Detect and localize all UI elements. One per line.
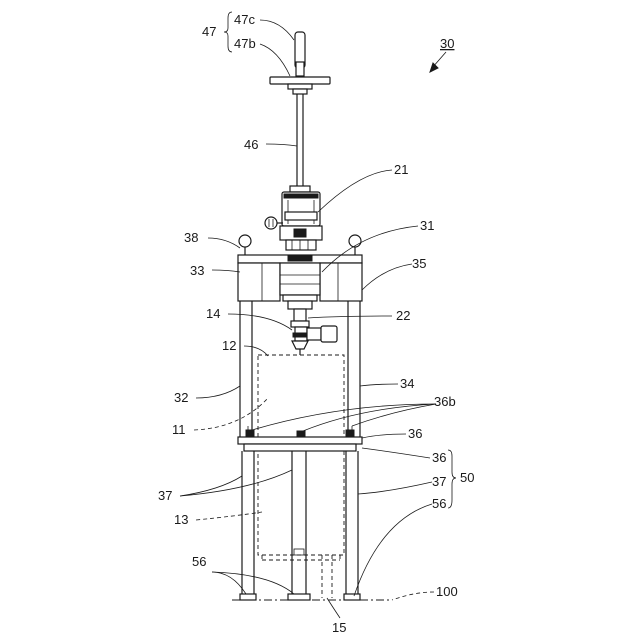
handle-stem (296, 62, 304, 76)
label-46: 46 (244, 137, 258, 152)
label-47c: 47c (234, 12, 255, 27)
bolt-left (246, 430, 254, 437)
shaft (297, 94, 303, 186)
label-56-left: 56 (192, 554, 206, 569)
center-leg-bracket (294, 549, 304, 555)
label-37-left: 37 (158, 488, 172, 503)
label-31: 31 (420, 218, 434, 233)
wheel-boss (293, 89, 307, 94)
label-21: 21 (394, 162, 408, 177)
valve-band (293, 333, 307, 337)
label-11: 11 (172, 422, 186, 437)
platform (238, 426, 362, 451)
side-knob (265, 217, 277, 229)
right-block (320, 263, 362, 301)
handwheel (270, 32, 330, 94)
foot-left (240, 594, 256, 600)
reference-labels: 47c 47b 47 30 46 21 31 38 33 35 14 22 12… (158, 12, 474, 635)
coupling (291, 309, 337, 355)
platform-lower (244, 444, 356, 451)
label-12: 12 (222, 338, 236, 353)
motor-unit (265, 186, 322, 250)
label-33: 33 (190, 263, 204, 278)
label-14: 14 (206, 306, 220, 321)
label-36-lower: 36 (432, 450, 446, 465)
wheel-rim (270, 77, 330, 84)
label-36-upper: 36 (408, 426, 422, 441)
spindle-collar (288, 301, 312, 309)
label-50: 50 (460, 470, 474, 485)
label-56-right: 56 (432, 496, 446, 511)
wheel-hub (288, 84, 312, 89)
label-37-right: 37 (432, 474, 446, 489)
center-housing (280, 263, 320, 295)
platform-plate (238, 437, 362, 444)
container (258, 355, 344, 598)
valve-outlet (292, 341, 308, 349)
coupling-upper (294, 309, 306, 321)
valve-port (307, 328, 321, 340)
container-outline (258, 355, 344, 555)
label-15: 15 (332, 620, 346, 635)
bolt-right (346, 430, 354, 437)
label-13: 13 (174, 512, 188, 527)
gear-neck (286, 240, 316, 250)
center-clamp (288, 256, 312, 261)
label-32: 32 (174, 390, 188, 405)
valve-actuator (321, 326, 337, 342)
label-47b: 47b (234, 36, 256, 51)
housing-bottom (283, 295, 317, 301)
motor-band (284, 194, 318, 198)
label-30: 30 (440, 36, 454, 51)
motor-cap (290, 186, 310, 192)
coupling-nut (291, 321, 309, 327)
eye-bolt-left (239, 235, 251, 247)
motor-ring (285, 212, 317, 220)
leader-lines (180, 12, 456, 618)
label-34: 34 (400, 376, 414, 391)
label-36b: 36b (434, 394, 456, 409)
label-47: 47 (202, 24, 216, 39)
label-38: 38 (184, 230, 198, 245)
label-22: 22 (396, 308, 410, 323)
foot-center (288, 594, 310, 600)
gear-window (294, 229, 306, 237)
left-block (238, 263, 280, 301)
bolt-center (297, 431, 305, 437)
label-35: 35 (412, 256, 426, 271)
foot-right (344, 594, 360, 600)
eye-bolt-right (349, 235, 361, 247)
label-100: 100 (436, 584, 458, 599)
